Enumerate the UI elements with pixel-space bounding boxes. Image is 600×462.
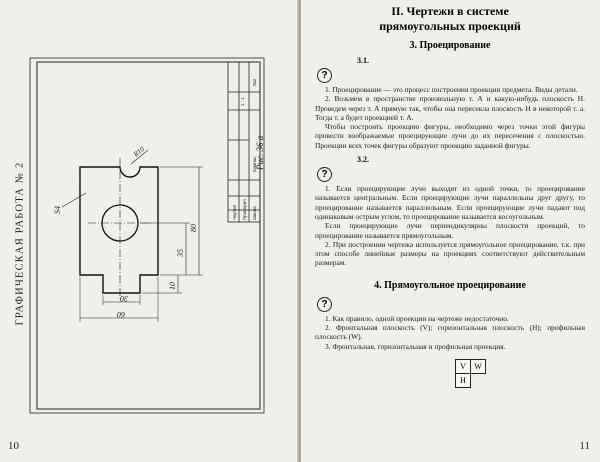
part-outline xyxy=(79,166,159,294)
subsection-orthogonal-title: 4. Прямоугольное проецирование xyxy=(374,279,526,291)
stamp-label-drew: Чертил xyxy=(232,205,237,220)
subsection-projection-title: 3. Проецирование xyxy=(409,40,491,51)
paragraph-3-2-c: 2. При построении чертежа используется п… xyxy=(315,239,585,268)
right-page-content: II. Чертежи в системе прямоугольных прое… xyxy=(315,0,585,388)
hole-circle xyxy=(101,204,139,242)
page-number-left: 10 xyxy=(8,440,19,452)
s4-leader xyxy=(61,192,87,208)
left-page: ГРАФИЧЕСКАЯ РАБОТА № 2 Чертил Проверил Ш… xyxy=(0,0,299,462)
dim-80: 80 xyxy=(189,224,198,232)
dim-10: 10 xyxy=(168,282,177,290)
plane-v-box: V xyxy=(455,358,471,374)
r10-label: R10 xyxy=(131,145,146,159)
stamp-compass: Компас xyxy=(252,156,257,172)
plane-h-box: H xyxy=(455,372,471,388)
technical-drawing: Чертил Проверил Школа 1 : 1 №2 Компас S4… xyxy=(29,57,265,414)
question-mark-icon: ? xyxy=(317,68,332,83)
projection-planes-diagram: V W H xyxy=(455,358,585,388)
paragraph-3-1-c: Чтобы построить проекцию фигуры, необход… xyxy=(315,122,585,150)
s4-label: S4 xyxy=(53,206,62,214)
book-gutter xyxy=(297,0,303,462)
page-number-right: 11 xyxy=(579,440,590,452)
dim-30: 30 xyxy=(120,294,129,303)
right-page: II. Чертежи в системе прямоугольных прое… xyxy=(301,0,600,462)
stamp-label-school: Школа xyxy=(252,206,257,220)
empty-cell xyxy=(471,373,486,387)
r10-leader xyxy=(130,149,149,165)
section-title-line-2: прямоугольных проекций xyxy=(379,19,521,33)
paragraph-3-1-b: 2. Возьмем в пространстве произвольную т… xyxy=(315,94,585,122)
paragraph-3-2-a: 1. Если проецирующие лучи выходят из одн… xyxy=(315,184,585,221)
paragraph-3-2-b: Если проецирующие лучи перпендикулярны п… xyxy=(315,221,585,240)
paragraph-3-1-a: 1. Проецирование — это процесс построени… xyxy=(325,85,578,94)
question-mark-icon: ? xyxy=(317,296,332,312)
paragraph-4-c: 3. Фронтальная, горизонтальная и профиль… xyxy=(325,341,506,351)
title-block xyxy=(227,61,261,223)
section-title: II. Чертежи в системе прямоугольных прое… xyxy=(315,4,585,34)
dim-60: 60 xyxy=(117,310,125,319)
question-mark-icon: ? xyxy=(317,167,332,183)
paragraph-4-a: 1. Как правило, одной проекции на чертеж… xyxy=(325,313,509,323)
drawing-outer-frame xyxy=(29,57,265,414)
figure-caption: Рис. 36 а xyxy=(255,135,265,170)
drawing-inner-frame xyxy=(36,61,261,410)
stamp-scale: 1 : 1 xyxy=(240,97,245,106)
dim-35: 35 xyxy=(176,249,185,258)
section-3-2-label: 3.2. xyxy=(357,155,369,165)
section-3-1-label: 3.1. xyxy=(357,56,369,65)
plane-w-box: W xyxy=(470,358,486,374)
section-title-line-1: II. Чертежи в системе xyxy=(391,4,509,18)
paragraph-4-b: 2. Фронтальная плоскость (V); горизонтал… xyxy=(315,323,585,342)
stamp-number: №2 xyxy=(252,78,257,86)
stamp-label-checked: Проверил xyxy=(242,199,247,220)
